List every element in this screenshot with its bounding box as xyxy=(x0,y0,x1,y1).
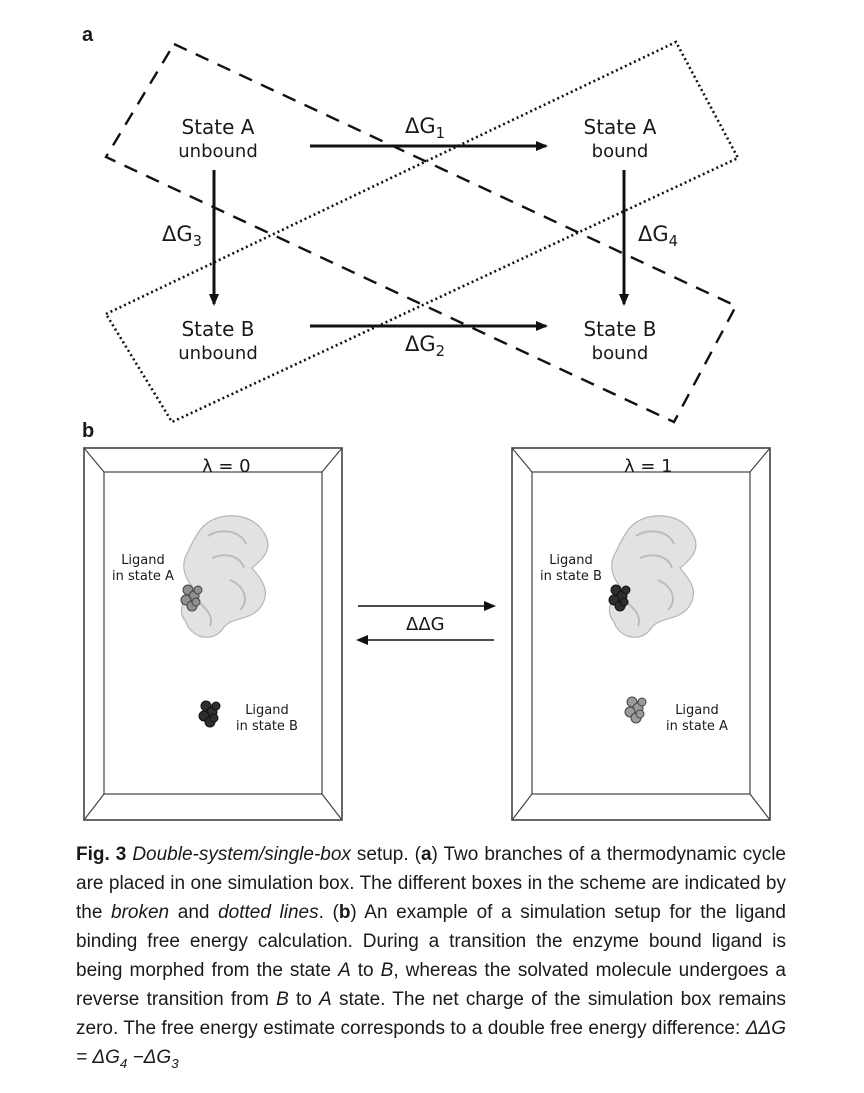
broken-line-box xyxy=(104,42,738,424)
dg1-label: ΔG1 xyxy=(405,114,445,143)
state-b-bound-title: State B xyxy=(583,317,657,341)
state-b-unbound: State B unbound xyxy=(148,316,288,366)
ligand-right-free xyxy=(624,696,647,724)
state-a-unbound: State A unbound xyxy=(148,114,288,164)
thermodynamic-cycle-diagram xyxy=(104,40,740,424)
ligand-left-free xyxy=(198,700,221,728)
protein-right xyxy=(609,515,697,638)
dotted-line-box xyxy=(104,40,740,424)
dg3-label: ΔG3 xyxy=(162,222,202,251)
ligand-right-bound xyxy=(608,584,631,612)
simulation-boxes xyxy=(83,447,771,821)
state-b-unbound-title: State B xyxy=(181,317,255,341)
left-ligand-bound-label: Ligand in state A xyxy=(112,553,174,584)
right-ligand-bound-label: Ligand in state B xyxy=(540,553,602,584)
state-a-bound-sub: bound xyxy=(591,141,649,162)
state-a-bound-title: State A xyxy=(583,115,657,139)
panel-b-label: b xyxy=(82,420,95,442)
state-b-unbound-sub: unbound xyxy=(178,343,258,364)
dg2-label: ΔG2 xyxy=(405,332,445,361)
state-a-bound: State A bound xyxy=(550,114,690,164)
protein-left xyxy=(181,515,269,638)
ligand-left-bound xyxy=(180,584,203,612)
right-simulation-box xyxy=(511,447,771,821)
state-a-unbound-title: State A xyxy=(181,115,255,139)
caption-equation: ΔΔG = ΔG4 −ΔG3 xyxy=(76,1018,786,1071)
state-b-bound-sub: bound xyxy=(591,343,649,364)
right-ligand-free-label: Ligand in state A xyxy=(666,703,728,734)
figure-number: Fig. 3 xyxy=(76,844,127,865)
state-a-unbound-sub: unbound xyxy=(178,141,258,162)
left-simulation-box xyxy=(83,447,343,821)
lambda-0-label: λ = 0 xyxy=(202,456,251,477)
figure-caption: Fig. 3 Double-system/single-box setup. (… xyxy=(76,844,787,1071)
lambda-1-label: λ = 1 xyxy=(624,456,673,477)
state-b-bound: State B bound xyxy=(550,316,690,366)
left-ligand-free-label: Ligand in state B xyxy=(236,703,298,734)
dg4-label: ΔG4 xyxy=(638,222,678,251)
panel-a-label: a xyxy=(82,24,94,46)
ddg-label: ΔΔG xyxy=(406,614,445,635)
